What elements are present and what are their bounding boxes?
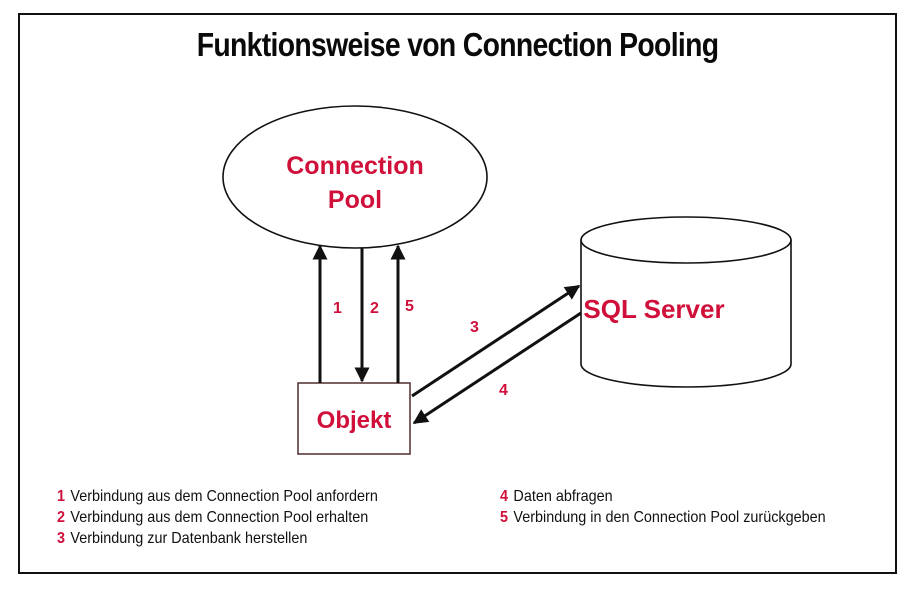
- step-label-2: 2: [370, 300, 379, 317]
- step-label-4: 4: [499, 382, 508, 399]
- step-label-5: 5: [405, 298, 414, 315]
- cylinder-body: [580, 240, 792, 388]
- pool-label-line2: Pool: [328, 186, 382, 214]
- objekt-box: [297, 382, 411, 455]
- pool-ellipse: [222, 105, 488, 249]
- objekt-label: Objekt: [317, 407, 392, 434]
- legend-number: 2: [57, 509, 66, 526]
- legend-text: Verbindung in den Connection Pool zurück…: [513, 509, 826, 526]
- legend-text: Verbindung aus dem Connection Pool anfor…: [70, 488, 378, 505]
- pool-label-line1: Connection: [286, 152, 424, 180]
- connection-pool-node: Connection Pool: [222, 105, 488, 249]
- step-label-1: 1: [333, 300, 342, 317]
- legend-number: 4: [500, 488, 509, 505]
- legend-number: 3: [57, 530, 66, 547]
- legend-number: 1: [57, 488, 66, 505]
- sql-server-label: SQL Server: [583, 294, 724, 324]
- step-label-3: 3: [470, 319, 479, 336]
- legend-number: 5: [500, 509, 509, 526]
- legend-text: Daten abfragen: [513, 488, 613, 505]
- legend-text: Verbindung aus dem Connection Pool erhal…: [70, 509, 369, 526]
- diagram-title: Funktionsweise von Connection Pooling: [196, 26, 719, 63]
- objekt-node: Objekt: [297, 382, 411, 455]
- arrow-step-4: [412, 311, 582, 425]
- diagram-frame: [18, 13, 897, 574]
- cylinder-top: [580, 216, 792, 264]
- arrow-step-3: [411, 284, 581, 398]
- legend-text: Verbindung zur Datenbank herstellen: [70, 530, 308, 547]
- sql-server-node: SQL Server: [580, 216, 792, 388]
